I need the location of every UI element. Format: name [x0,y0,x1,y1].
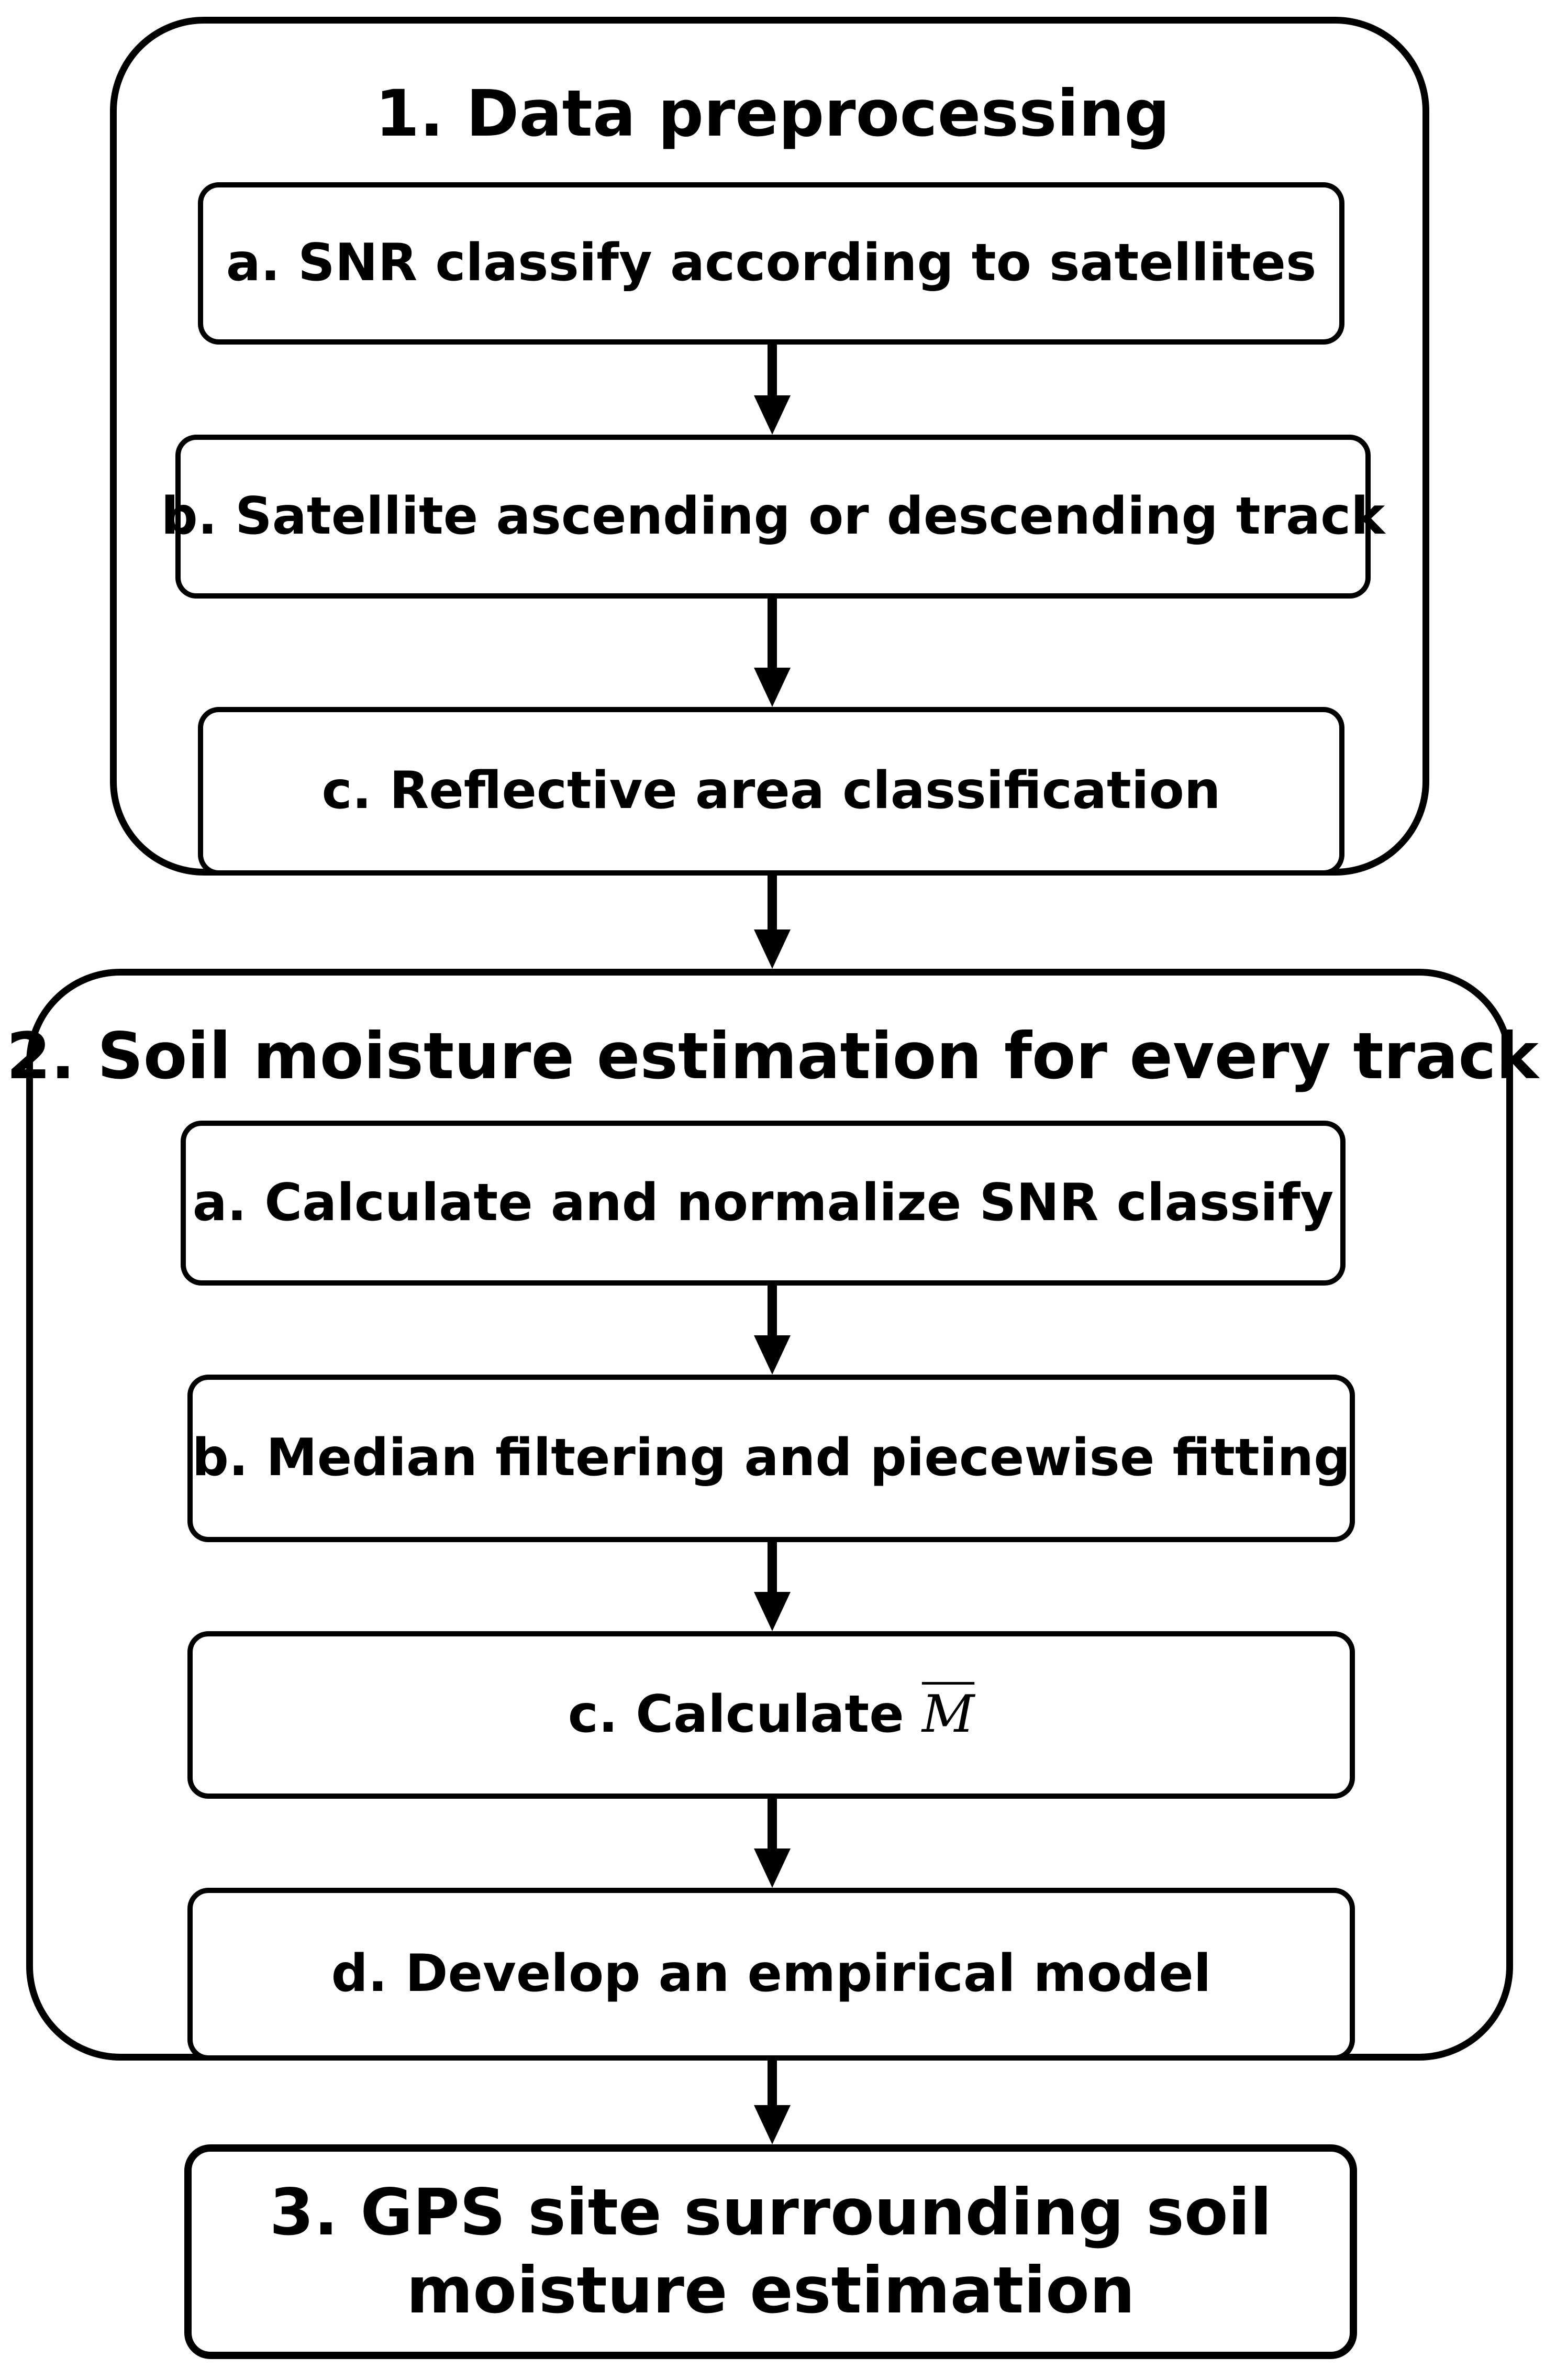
step-label: c. Reflective area classification [321,761,1221,821]
arrowhead-2b-to-2c [754,1592,791,1631]
step-label: a. SNR classify according to satellites [226,233,1317,293]
arrowhead-group2-to-final [754,2105,791,2144]
arrowhead-a-to-b [754,395,791,435]
step-empirical-model: d. Develop an empirical model [187,1888,1355,2061]
final-label-line-1: 3. GPS site surrounding soil [269,2175,1272,2250]
arrowhead-2c-to-2d [754,1848,791,1888]
step-gps-site-estimation: 3. GPS site surrounding soil moisture es… [184,2144,1357,2359]
final-label: 3. GPS site surrounding soil moisture es… [270,2174,1272,2330]
final-label-line-2: moisture estimation [406,2253,1135,2328]
step-calculate-m: c. Calculate M [187,1631,1355,1799]
step-label: a. Calculate and normalize SNR classify [192,1172,1334,1233]
step-label: c. Calculate M [568,1685,975,1745]
step-label: b. Median filtering and piecewise fittin… [192,1428,1351,1488]
step-reflective-area: c. Reflective area classification [198,707,1344,876]
group-1-title: 1. Data preprocessing [375,76,1170,151]
step-snr-classify: a. SNR classify according to satellites [198,182,1344,345]
step-median-filtering: b. Median filtering and piecewise fittin… [187,1375,1355,1542]
step-calculate-normalize: a. Calculate and normalize SNR classify [181,1121,1346,1286]
arrowhead-2a-to-2b [754,1335,791,1375]
step-satellite-track: b. Satellite ascending or descending tra… [161,435,1385,599]
step-label-text: c. Calculate [568,1685,922,1745]
arrowhead-b-to-c [754,668,791,707]
step-label: b. Satellite ascending or descending tra… [161,486,1385,546]
arrowhead-group1-to-group2 [754,929,791,969]
step-label: d. Develop an empirical model [331,1944,1211,2004]
group-2-title: 2. Soil moisture estimation for every tr… [6,1019,1539,1093]
m-bar-symbol: M [921,1685,975,1745]
